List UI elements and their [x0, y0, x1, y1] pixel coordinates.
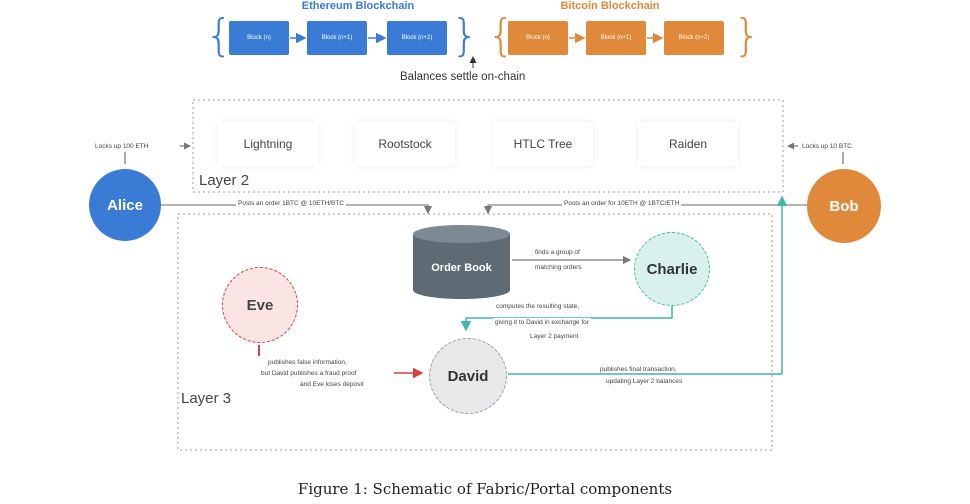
settle-label: Balances settle on-chain: [400, 71, 526, 83]
layer2-label: Layer 2: [199, 172, 250, 189]
eve-name: Eve: [246, 296, 274, 314]
figure-caption: Figure 1: Schematic of Fabric/Portal com…: [297, 480, 673, 498]
btc-block-n2: Block (n+2): [664, 21, 724, 55]
btc-block-n: Block (n): [508, 21, 568, 55]
eth-block-n2: Block (n+2): [387, 21, 447, 55]
charlie-find-line2: matching orders: [535, 264, 582, 271]
layer2-item-lightning: Lightning: [218, 122, 318, 166]
david-text-line2: updating Layer 2 balances: [606, 378, 683, 385]
bitcoin-title: Bitcoin Blockchain: [560, 0, 660, 12]
eth-block-n: Block (n): [229, 21, 289, 55]
order-book-cylinder: [413, 225, 510, 299]
btc-right-brace: }: [733, 10, 761, 61]
layer2-item-rootstock: Rootstock: [355, 122, 455, 166]
eth-block-n1: Block (n+1): [307, 21, 367, 55]
eve-text-line3: and Eve loses deposit: [300, 381, 364, 388]
alice-lock-label: Locks up 100 ETH: [95, 143, 149, 150]
charlie-name: Charlie: [646, 260, 698, 278]
eth-left-brace: {: [205, 10, 233, 61]
david-name: David: [447, 367, 489, 385]
layer3-label: Layer 3: [181, 390, 232, 407]
eth-right-brace: }: [451, 10, 479, 61]
charlie-compute-line1: computes the resulting state,: [496, 303, 580, 310]
ethereum-title: Ethereum Blockchain: [301, 0, 415, 12]
charlie-node: Charlie: [634, 232, 710, 306]
charlie-compute-line2: giving it to David in exchange for: [493, 318, 591, 327]
david-node: David: [429, 338, 507, 414]
layer2-item-htlc-tree: HTLC Tree: [493, 122, 593, 166]
order-book-label: Order Book: [431, 262, 492, 274]
btc-block-n1: Block (n+1): [586, 21, 646, 55]
alice-order-label: Posts an order 1BTC @ 10ETH/BTC: [236, 199, 346, 208]
bob-node: Bob: [807, 169, 881, 243]
alice-name: Alice: [107, 196, 143, 214]
bob-lock-label: Locks up 10 BTC: [802, 143, 852, 150]
bob-name: Bob: [829, 197, 859, 215]
eve-text-line1: publishes false information,: [268, 359, 347, 366]
eve-text-line2: but David publishes a fraud proof: [261, 370, 357, 377]
charlie-find-line1: finds a group of: [535, 249, 580, 256]
charlie-compute-line3: Layer 2 payment: [530, 333, 579, 340]
bob-order-label: Posts an order for 10ETH @ 1BTC/ETH: [562, 199, 682, 208]
alice-node: Alice: [89, 169, 161, 241]
layer2-item-raiden: Raiden: [638, 122, 738, 166]
david-text-line1: publishes final transaction,: [600, 366, 677, 373]
eve-node: Eve: [222, 267, 298, 343]
